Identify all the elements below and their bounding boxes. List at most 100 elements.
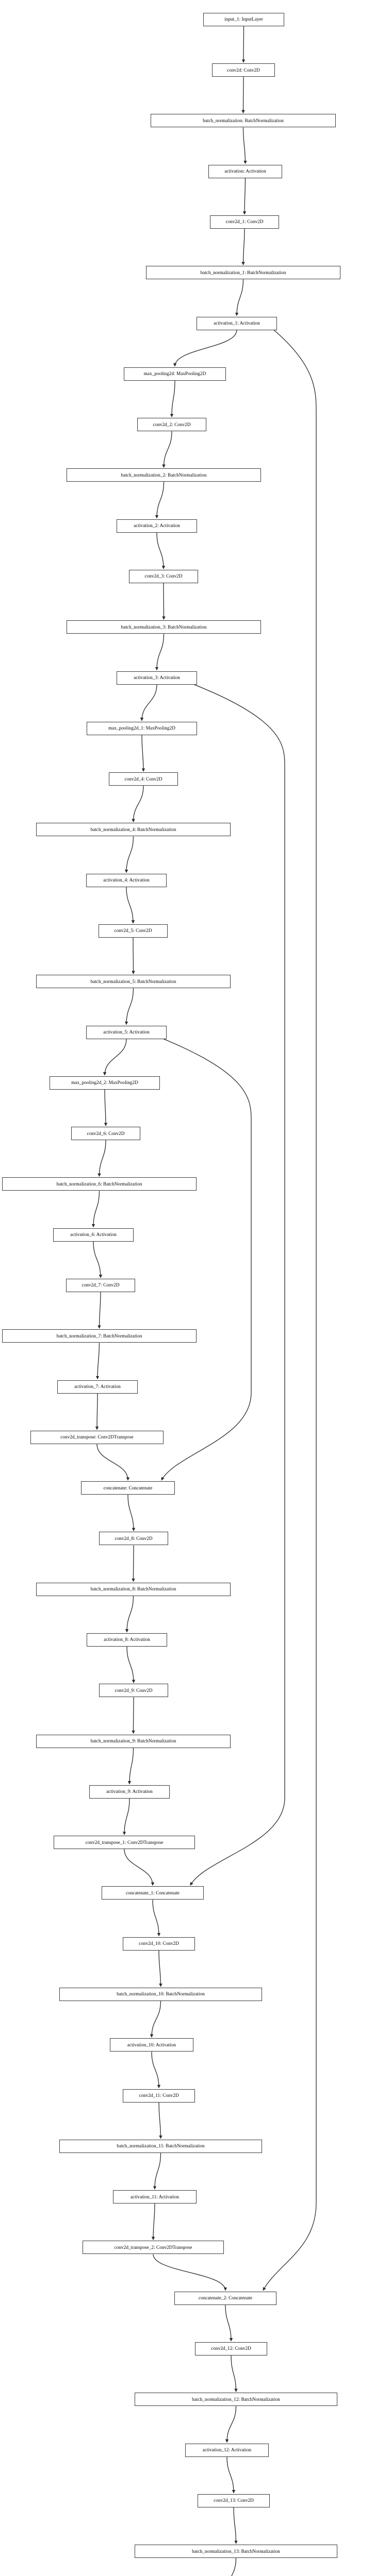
layer-node-max_pooling2d[interactable]: max_pooling2d: MaxPooling2D: [124, 367, 226, 381]
layer-node-batch_normalization_12[interactable]: batch_normalization_12: BatchNormalizati…: [135, 2393, 337, 2406]
layer-node-batch_normalization_3[interactable]: batch_normalization_3: BatchNormalizatio…: [67, 620, 261, 634]
edge-conv2d_6-to-batch_normalization_6: [97, 1140, 106, 1177]
edge-batch_normalization_10-to-activation_11_pre: [150, 2001, 161, 2038]
edge-activation_9-to-conv2d_transpose_1: [122, 1798, 130, 1835]
layer-node-conv2d_13[interactable]: conv2d_13: Conv2D: [198, 2494, 270, 2507]
layer-node-concatenate[interactable]: concatenate: Concatenate: [81, 1481, 175, 1495]
edge-batch_normalization_9-to-activation_9: [127, 1748, 134, 1785]
edge-activation_1-to-concatenate_2: [263, 330, 317, 2291]
edge-activation_5-to-max_pooling2d_2: [103, 1039, 127, 1076]
edge-activation_1-to-max_pooling2d: [173, 330, 237, 367]
edge-activation_6-to-conv2d_7: [93, 1241, 103, 1278]
layer-node-conv2d_3[interactable]: conv2d_3: Conv2D: [129, 570, 198, 584]
layer-node-conv2d_8[interactable]: conv2d_8: Conv2D: [99, 1532, 168, 1546]
layer-node-activation_4[interactable]: activation_4: Activation: [86, 873, 167, 887]
layer-node-concatenate_2[interactable]: concatenate_2: Concatenate: [174, 2291, 276, 2305]
edge-activation_11-to-conv2d_transpose_2: [151, 2204, 155, 2241]
edge-conv2d_1-to-batch_normalization_1: [241, 229, 245, 265]
edge-batch_normalization_5-to-activation_5: [124, 988, 134, 1025]
layer-node-batch_normalization_4[interactable]: batch_normalization_4: BatchNormalizatio…: [36, 823, 231, 837]
edge-conv2d_transpose-to-concatenate: [96, 1444, 130, 1481]
layer-node-concatenate_1[interactable]: concatenate_1: Concatenate: [102, 1886, 204, 1900]
layer-node-conv2d_1[interactable]: conv2d_1: Conv2D: [210, 215, 279, 229]
layer-node-activation_11[interactable]: activation_11: Activation: [113, 2190, 197, 2204]
edge-activation_5-to-concatenate: [161, 1039, 252, 1481]
layer-node-input_1[interactable]: input_1: InputLayer: [203, 12, 284, 26]
edge-activation-to-conv2d_1: [242, 178, 247, 215]
layer-node-batch_normalization[interactable]: batch_normalization: BatchNormalization: [151, 114, 336, 128]
edge-max_pooling2d-to-conv2d_2: [170, 380, 175, 417]
layer-node-max_pooling2d_1[interactable]: max_pooling2d_1: MaxPooling2D: [87, 721, 197, 735]
layer-node-conv2d_7[interactable]: conv2d_7: Conv2D: [66, 1279, 135, 1293]
layer-node-batch_normalization_8[interactable]: batch_normalization_8: BatchNormalizatio…: [36, 1582, 231, 1596]
edge-concatenate_1-to-conv2d_10: [152, 1900, 161, 1937]
edge-batch_normalization_6-to-activation_6: [91, 1191, 100, 1228]
layer-node-conv2d[interactable]: conv2d: Conv2D: [212, 63, 275, 77]
edge-batch_normalization_4-to-activation_4: [124, 836, 134, 873]
layer-node-activation_12[interactable]: activation_12: Activation: [185, 2443, 269, 2457]
edge-activation_4-to-conv2d_5: [126, 887, 135, 924]
layer-node-conv2d_6[interactable]: conv2d_6: Conv2D: [71, 1127, 140, 1141]
edge-activation_11_pre-to-conv2d_11: [151, 2052, 161, 2089]
layer-node-batch_normalization_11[interactable]: batch_normalization_11: BatchNormalizati…: [59, 2139, 262, 2153]
layer-node-activation_1[interactable]: activation_1: Activation: [197, 316, 277, 330]
layer-node-conv2d_9[interactable]: conv2d_9: Conv2D: [99, 1684, 168, 1698]
edge-conv2d_11-to-batch_normalization_11: [158, 2102, 162, 2139]
layer-node-conv2d_transpose_1[interactable]: conv2d_transpose_1: Conv2DTranspose: [54, 1836, 195, 1850]
edge-concatenate_2-to-conv2d_12: [225, 2304, 233, 2342]
layer-node-conv2d_11[interactable]: conv2d_11: Conv2D: [123, 2089, 195, 2103]
layer-node-conv2d_2[interactable]: conv2d_2: Conv2D: [137, 418, 206, 432]
layer-node-conv2d_transpose_2[interactable]: conv2d_transpose_2: Conv2DTranspose: [83, 2241, 224, 2255]
edge-conv2d_transpose_2-to-concatenate_2: [153, 2254, 227, 2291]
edge-batch_normalization_3-to-activation_3: [155, 634, 165, 671]
edge-activation_12-to-conv2d_13: [226, 2456, 236, 2494]
edge-conv2d_7-to-batch_normalization_7: [97, 1292, 101, 1329]
edge-concatenate-to-conv2d_8: [127, 1495, 136, 1532]
edge-conv2d_13-to-batch_normalization_13: [233, 2507, 238, 2544]
layer-node-batch_normalization_2[interactable]: batch_normalization_2: BatchNormalizatio…: [67, 468, 261, 482]
layer-node-batch_normalization_10[interactable]: batch_normalization_10: BatchNormalizati…: [59, 1988, 262, 2002]
edge-batch_normalization_2-to-activation_2: [155, 482, 165, 519]
layer-node-activation_5[interactable]: activation_5: Activation: [86, 1025, 167, 1039]
edge-max_pooling2d_2-to-conv2d_6: [104, 1089, 108, 1126]
layer-node-batch_normalization_13[interactable]: batch_normalization_13: BatchNormalizati…: [135, 2545, 337, 2558]
layer-node-activation_11_pre[interactable]: activation_10: Activation: [110, 2038, 193, 2052]
layer-node-conv2d_5[interactable]: conv2d_5: Conv2D: [99, 924, 168, 938]
edge-activation_3-to-concatenate_1: [190, 684, 285, 1886]
layer-node-activation_9[interactable]: activation_9: Activation: [89, 1785, 170, 1799]
edge-conv2d-to-batch_normalization: [241, 77, 245, 114]
layer-node-batch_normalization_7[interactable]: batch_normalization_7: BatchNormalizatio…: [2, 1329, 197, 1343]
layer-node-conv2d_12[interactable]: conv2d_12: Conv2D: [195, 2342, 267, 2356]
edge-batch_normalization-to-activation: [242, 127, 247, 164]
edge-input_1-to-conv2d: [241, 26, 246, 63]
edge-activation_2-to-conv2d_3: [156, 532, 166, 569]
edge-max_pooling2d_1-to-conv2d_4: [141, 735, 145, 772]
layer-node-activation_2[interactable]: activation_2: Activation: [117, 519, 197, 533]
edge-conv2d_5-to-batch_normalization_5: [132, 938, 135, 974]
edge-batch_normalization_8-to-activation_8: [125, 1596, 134, 1633]
layer-node-max_pooling2d_2[interactable]: max_pooling2d_2: MaxPooling2D: [50, 1076, 160, 1090]
edge-batch_normalization_1-to-activation_1: [235, 279, 244, 316]
edge-activation_8-to-conv2d_9: [126, 1647, 136, 1683]
layer-node-activation_7[interactable]: activation_7: Activation: [57, 1380, 138, 1394]
layer-node-batch_normalization_6[interactable]: batch_normalization_6: BatchNormalizatio…: [2, 1177, 197, 1191]
layer-node-conv2d_10[interactable]: conv2d_10: Conv2D: [123, 1937, 195, 1951]
layer-node-activation_6[interactable]: activation_6: Activation: [53, 1228, 134, 1242]
edge-conv2d_2-to-batch_normalization_2: [162, 431, 172, 468]
layer-node-activation_8[interactable]: activation_8: Activation: [87, 1633, 167, 1647]
layer-node-batch_normalization_1[interactable]: batch_normalization_1: BatchNormalizatio…: [146, 266, 340, 280]
edge-batch_normalization_13-to-activation_13: [231, 2558, 237, 2576]
layer-node-batch_normalization_9[interactable]: batch_normalization_9: BatchNormalizatio…: [36, 1734, 231, 1748]
layer-node-conv2d_4[interactable]: conv2d_4: Conv2D: [109, 772, 178, 786]
edge-conv2d_transpose_1-to-concatenate_1: [124, 1849, 155, 1886]
edge-activation_3-to-max_pooling2d_1: [140, 684, 157, 721]
edge-conv2d_4-to-batch_normalization_4: [132, 786, 144, 823]
layer-node-activation[interactable]: activation: Activation: [208, 164, 282, 178]
layer-node-batch_normalization_5[interactable]: batch_normalization_5: BatchNormalizatio…: [36, 975, 231, 989]
layer-node-conv2d_transpose[interactable]: conv2d_transpose: Conv2DTranspose: [30, 1430, 164, 1444]
layer-node-activation_3[interactable]: activation_3: Activation: [117, 671, 197, 685]
edge-conv2d_10-to-batch_normalization_10: [158, 1950, 162, 1987]
edge-batch_normalization_12-to-activation_12: [225, 2406, 237, 2443]
